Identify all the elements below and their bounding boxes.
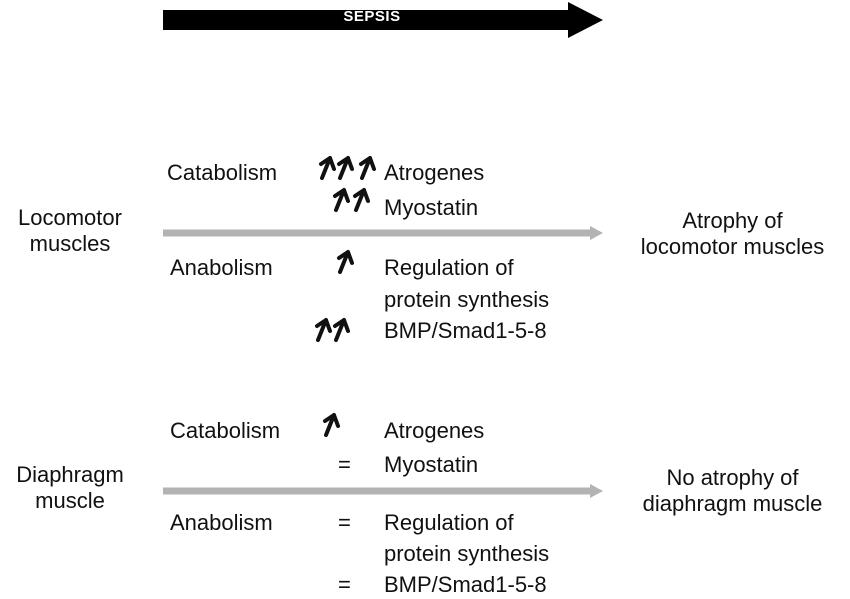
diaphragm-group-line2: muscle (35, 488, 105, 513)
locomotor-regulation-line2: protein synthesis (384, 287, 550, 312)
diaphragm-anabolism-label: Anabolism (170, 510, 273, 535)
diaphragm-bmp-smad: BMP/Smad1-5-8 (384, 572, 547, 597)
diaphragm-catabolism-label: Catabolism (170, 418, 281, 443)
locomotor-group-label: Locomotor muscles (0, 205, 140, 257)
diaphragm-group-label: Diaphragm muscle (0, 462, 140, 514)
up-arrow-icon (337, 156, 354, 180)
up-arrow-icon (333, 318, 350, 342)
locomotor-outcome: Atrophy of locomotor muscles (615, 208, 850, 260)
locomotor-group-line2: muscles (29, 231, 111, 256)
locomotor-bmp-smad: BMP/Smad1-5-8 (384, 318, 547, 343)
diaphragm-myostatin: Myostatin (384, 452, 479, 477)
sepsis-label: SEPSIS (343, 8, 401, 25)
locomotor-outcome-line1: Atrophy of (682, 208, 783, 233)
diaphragm-regulation-equals: = (338, 510, 351, 535)
diaphragm-outcome: No atrophy of diaphragm muscle (615, 465, 850, 517)
locomotor-myostatin: Myostatin (384, 195, 479, 220)
diaphragm-group-line1: Diaphragm (16, 462, 124, 487)
locomotor-regulation-line1: Regulation of (384, 255, 514, 280)
diaphragm-regulation-line1: Regulation of (384, 510, 514, 535)
locomotor-atrogenes: Atrogenes (384, 160, 485, 185)
diaphragm-bmp-equals: = (338, 572, 351, 597)
locomotor-outcome-line2: locomotor muscles (640, 234, 825, 259)
diaphragm-outcome-line2: diaphragm muscle (642, 491, 823, 516)
up-arrow-icon (333, 188, 350, 212)
up-arrow-icon (353, 188, 370, 212)
diaphragm-myostatin-equals: = (338, 452, 351, 477)
locomotor-timeline-arrow (163, 226, 603, 240)
locomotor-anabolism-label: Anabolism (170, 255, 273, 280)
diaphragm-regulation-line2: protein synthesis (384, 541, 550, 566)
locomotor-group-line1: Locomotor (18, 205, 122, 230)
locomotor-catabolism-label: Catabolism (167, 160, 278, 185)
diaphragm-atrogenes: Atrogenes (384, 418, 485, 443)
up-arrow-icon (319, 156, 336, 180)
up-arrow-icon (323, 413, 340, 437)
diaphragm-timeline-arrow (163, 484, 603, 498)
up-arrow-icon (315, 318, 332, 342)
up-arrow-icon (337, 250, 354, 274)
diaphragm-outcome-line1: No atrophy of (666, 465, 799, 490)
sepsis-banner-arrow (163, 2, 603, 38)
up-arrow-icon (359, 156, 376, 180)
